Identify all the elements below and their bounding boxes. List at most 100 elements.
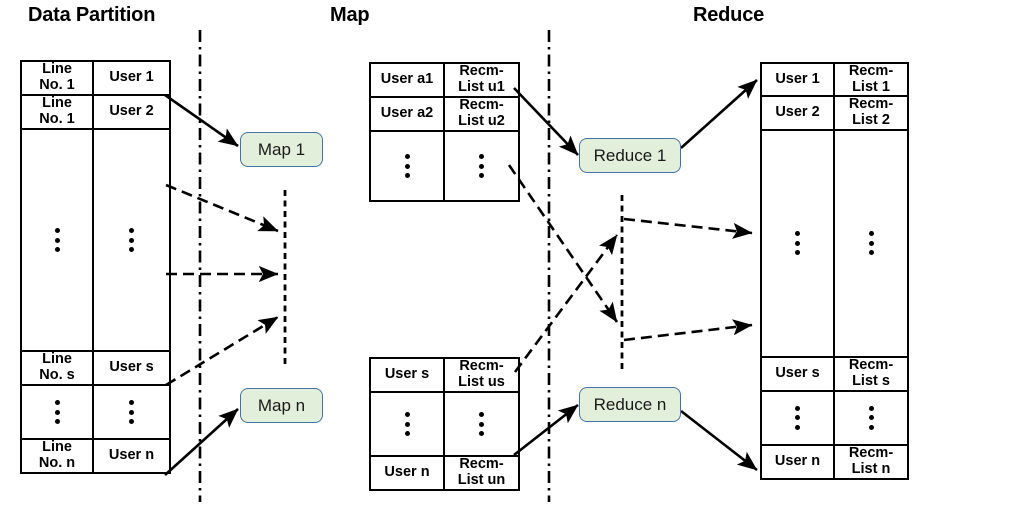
cell-ellipsis-value [833, 389, 909, 446]
cell-text: User n [384, 464, 430, 481]
arrow-partition-dashed-lower [165, 315, 279, 387]
table-row: User n Recm-List n [760, 443, 909, 480]
process-box-reduce-1[interactable]: Reduce 1 [579, 138, 681, 173]
cell-text: User 2 [109, 103, 154, 120]
arrow-reducen-to-table [680, 409, 758, 472]
table-row: User a2 Recm-List u2 [369, 96, 520, 132]
cell-key: User 1 [760, 61, 835, 98]
cell-ellipsis-value [92, 384, 171, 440]
cell-text: Recm-List 2 [848, 96, 894, 128]
cell-text: User n [108, 447, 155, 464]
cell-value: Recm-List us [443, 357, 520, 393]
cell-key: User a2 [369, 96, 445, 132]
cell-ellipsis-key [20, 384, 94, 440]
cell-ellipsis-value [92, 128, 171, 352]
vertical-ellipsis-icon [22, 228, 92, 252]
cell-text: User s [384, 366, 430, 383]
cell-text: User n [774, 452, 821, 469]
arrow-map1-to-reduce1 [513, 87, 579, 156]
cell-text: Recm-List us [458, 358, 505, 390]
cell-value: Recm-List 2 [833, 95, 909, 131]
process-box-label: Map n [257, 395, 306, 415]
cell-text: Recm-List un [457, 456, 506, 488]
arrow-reduce1-to-table [680, 79, 758, 149]
cell-text: Recm-List n [848, 444, 894, 477]
vertical-ellipsis-icon [835, 231, 907, 256]
table-row: User s Recm-List s [760, 355, 909, 392]
table-row [369, 130, 520, 202]
arrow-partition-to-map1 [164, 93, 239, 148]
process-box-label: Map 1 [257, 139, 306, 159]
cell-ellipsis-key [760, 389, 835, 446]
arrow-partition-to-mapn [164, 408, 239, 476]
cell-text: Recm-List 1 [848, 63, 894, 95]
process-box-map-1[interactable]: Map 1 [240, 132, 323, 167]
map-output-table-n: User s Recm-List us User n Recm-List un [369, 357, 520, 491]
cell-value: User 2 [92, 94, 171, 130]
vertical-ellipsis-icon [94, 228, 169, 252]
arrow-dashed-to-reduce-upper [623, 217, 753, 239]
cell-ellipsis-key [369, 130, 445, 202]
title-data-partition: Data Partition [28, 4, 156, 26]
table-row: User 2 Recm-List 2 [760, 95, 909, 131]
vertical-ellipsis-icon [22, 400, 92, 424]
cell-text: Recm-List s [848, 356, 894, 389]
cell-text: User a2 [380, 105, 434, 122]
process-box-map-n[interactable]: Map n [240, 388, 323, 423]
title-reduce: Reduce [693, 4, 765, 26]
table-row [760, 389, 909, 446]
cell-ellipsis-value [833, 128, 909, 358]
cell-ellipsis-key [760, 128, 835, 358]
cell-value: Recm-List n [833, 443, 909, 480]
cell-value: Recm-List s [833, 355, 909, 392]
cell-value: Recm-List u2 [443, 96, 520, 132]
cell-value: User s [92, 350, 171, 386]
cell-key: User n [369, 455, 445, 491]
cell-text: User 2 [775, 104, 820, 121]
process-box-reduce-n[interactable]: Reduce n [579, 387, 681, 422]
cell-key: User s [760, 355, 835, 392]
cell-value: User 1 [92, 60, 171, 96]
arrow-map1-dashed-cross-down [507, 164, 619, 323]
arrow-dashed-to-reduce-lower [623, 319, 753, 342]
cell-value: Recm-List u1 [443, 62, 520, 98]
vertical-ellipsis-icon [371, 154, 443, 178]
cell-text: Recm-List u1 [458, 63, 505, 95]
vertical-ellipsis-icon [445, 412, 518, 436]
cell-text: User 1 [775, 70, 820, 87]
cell-value: Recm-List un [443, 455, 520, 491]
vertical-ellipsis-icon [762, 231, 833, 256]
cell-ellipsis-key [20, 128, 94, 352]
vertical-ellipsis-icon [835, 405, 907, 430]
cell-text: User 1 [109, 69, 154, 86]
arrow-mapn-to-reducen [513, 403, 579, 457]
process-box-label: Reduce n [593, 394, 667, 414]
cell-value: Recm-List 1 [833, 61, 909, 98]
arrow-partition-dashed-upper [165, 183, 279, 233]
cell-text: Recm-List u2 [458, 97, 505, 129]
table-row: User a1 Recm-List u1 [369, 62, 520, 98]
reduce-output-table: User 1 Recm-List 1 User 2 Recm-List 2 Us… [760, 61, 909, 480]
vertical-ellipsis-icon [445, 154, 518, 178]
vertical-ellipsis-icon [371, 412, 443, 436]
cell-ellipsis-value [443, 391, 520, 457]
table-row [20, 128, 171, 352]
table-row: User s Recm-List us [369, 357, 520, 393]
cell-key: User s [369, 357, 445, 393]
table-row [20, 384, 171, 440]
table-row [760, 128, 909, 358]
vertical-ellipsis-icon [94, 400, 169, 424]
arrow-mapn-dashed-cross-up [513, 234, 619, 373]
cell-text: User s [109, 359, 154, 376]
cell-ellipsis-value [443, 130, 520, 202]
cell-key: User a1 [369, 62, 445, 98]
